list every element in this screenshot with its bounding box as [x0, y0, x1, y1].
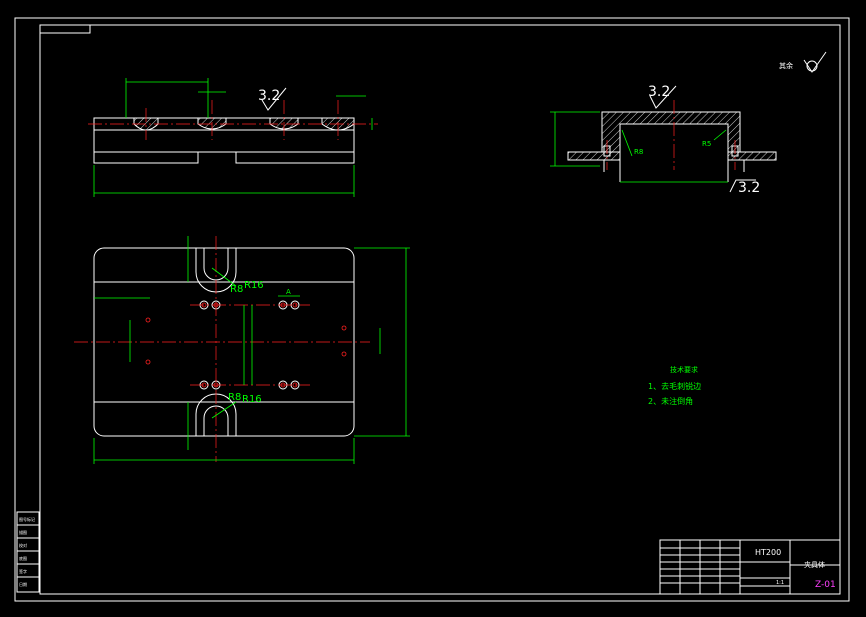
- left-strip-2: 校对: [19, 542, 27, 548]
- left-strip-4: 签字: [19, 568, 27, 574]
- tb-part-name: 夹具体: [804, 560, 825, 569]
- r16-top: R16: [244, 280, 264, 291]
- tb-scale: 1:1: [776, 580, 784, 586]
- left-strip-1: 描图: [19, 529, 27, 535]
- general-finish-label: 其余: [779, 61, 793, 70]
- tb-drawing-number: Z-01: [815, 580, 836, 590]
- fillet-right: R5: [702, 140, 711, 148]
- section-marker: A: [286, 288, 291, 296]
- corner-tag: [39, 24, 91, 34]
- front-view: 3.2: [88, 78, 378, 197]
- tech-req-item-0: 1、去毛刺锐边: [648, 381, 701, 391]
- technical-requirements: 技术要求 1、去毛刺锐边 2、未注倒角: [648, 365, 701, 406]
- outer-border: [14, 17, 850, 602]
- general-finish: 其余: [779, 51, 827, 73]
- left-strip-5: 日期: [19, 581, 27, 587]
- r8-top: R8: [230, 284, 243, 295]
- r8-bottom: R8: [228, 392, 241, 403]
- tb-material: HT200: [755, 548, 781, 557]
- left-strip: 图号标记 描图 校对 底图 签字 日期: [16, 511, 40, 593]
- ra-section-top: 3.2: [648, 84, 670, 100]
- section-view: R8 R5 3.2 3.2: [550, 84, 777, 196]
- ra-section-bottom: 3.2: [738, 180, 760, 196]
- fillet-left: R8: [634, 148, 643, 156]
- ra-top-left: 3.2: [258, 88, 280, 104]
- title-block: HT200 夹具体 1:1 Z-01: [659, 539, 841, 595]
- tech-req-item-1: 2、未注倒角: [648, 396, 693, 406]
- left-strip-0: 图号标记: [19, 516, 35, 522]
- plan-view: R8 R16 R8 R16 A: [74, 236, 410, 464]
- inner-border: [39, 24, 841, 595]
- r16-bottom: R16: [242, 394, 262, 405]
- left-strip-3: 底图: [19, 555, 27, 561]
- tech-req-heading: 技术要求: [670, 365, 698, 374]
